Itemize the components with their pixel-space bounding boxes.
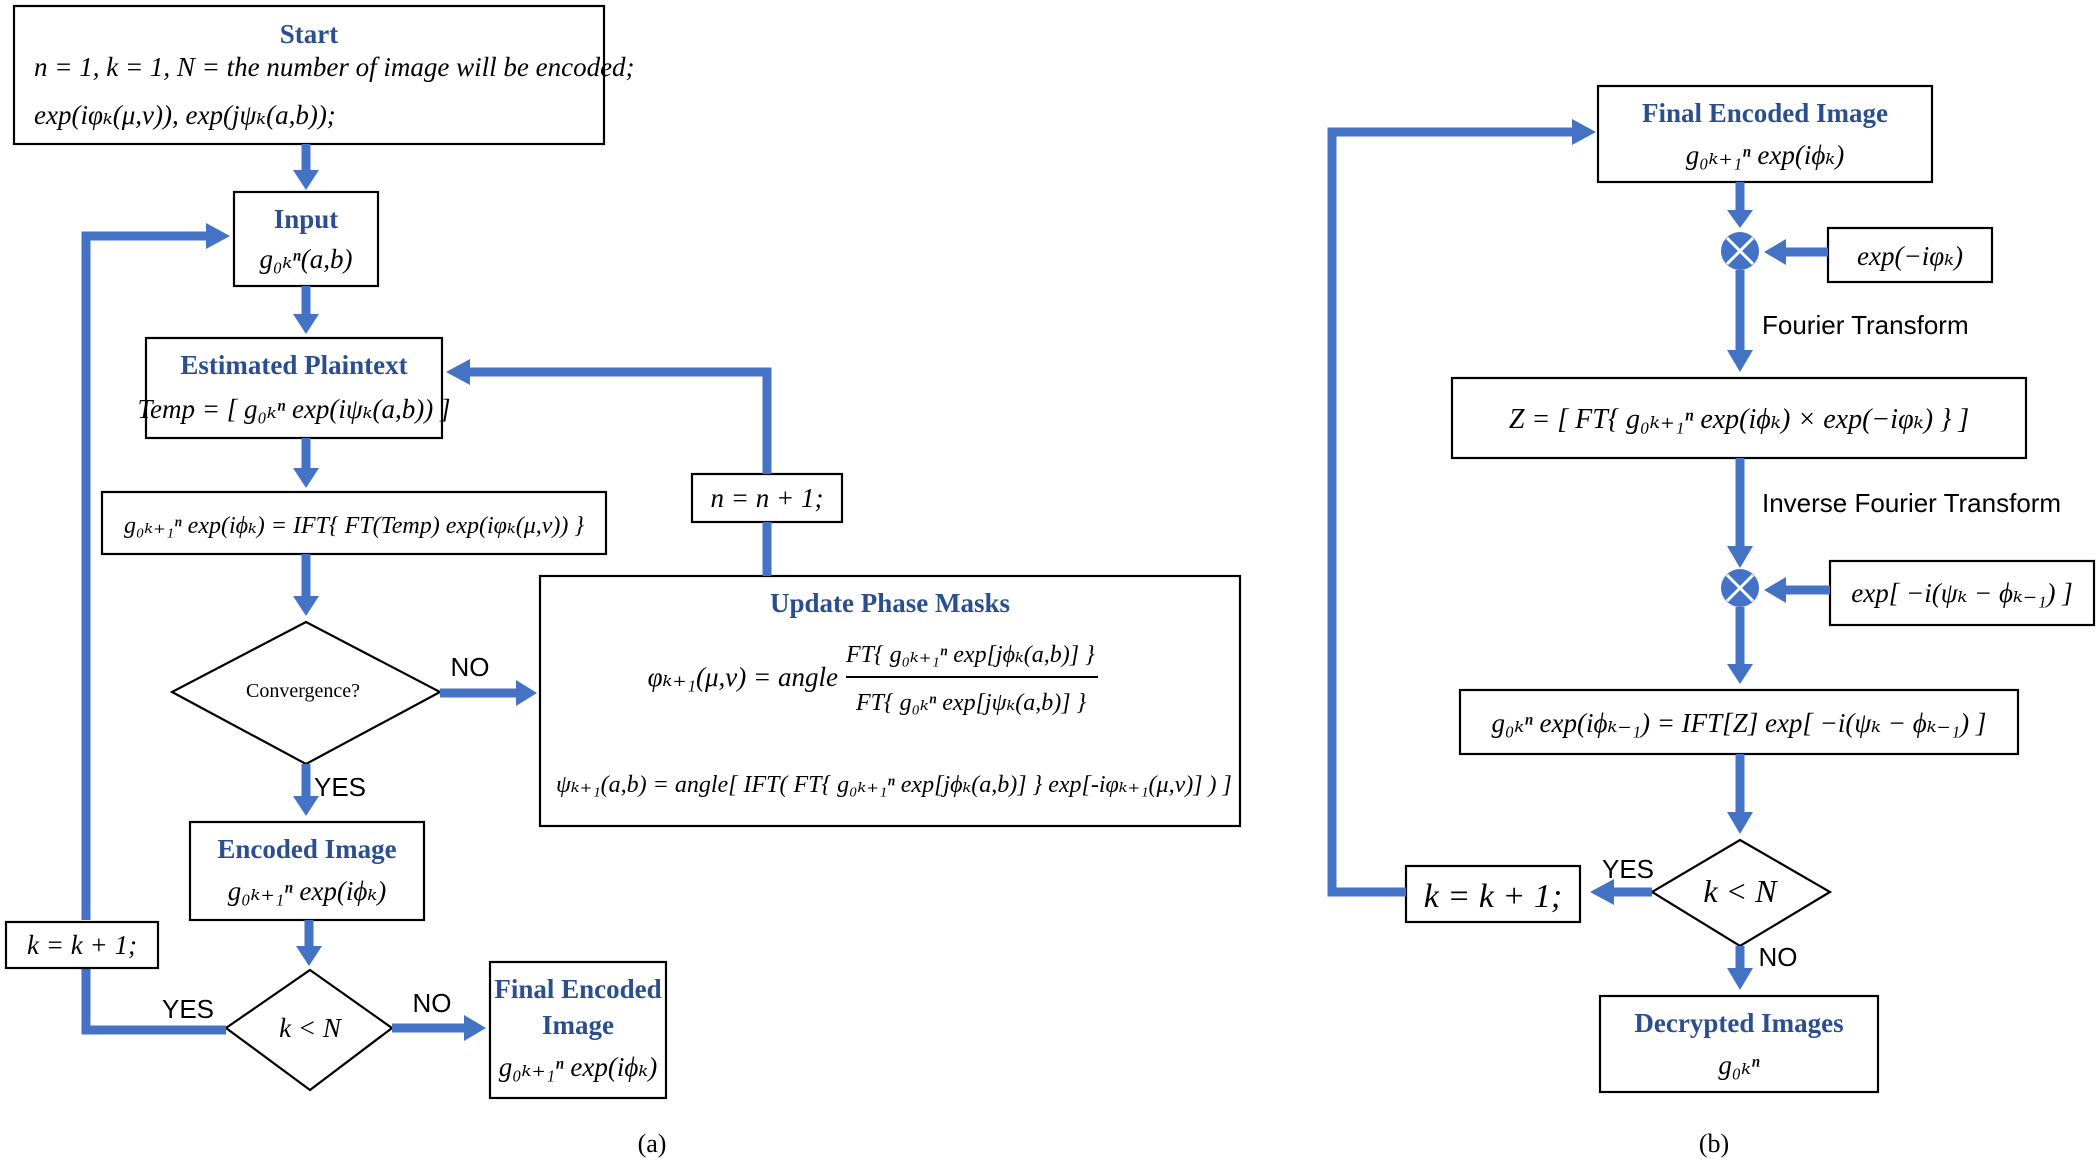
fourier-transform-label: Fourier Transform <box>1762 310 1969 340</box>
psi-update-line: ψₖ₊₁(a,b) = angle[ IFT( FT{ g₀ₖ₊₁ⁿ exp[j… <box>556 772 1232 798</box>
k-update-label-b: k = k + 1; <box>1424 878 1562 915</box>
caption-a: (a) <box>638 1129 667 1158</box>
arrow-k-check-no-b: NO <box>1727 942 1798 990</box>
final-encoded-image-box-a: Final Encoded Image g₀ₖ₊₁ⁿ exp(iϕₖ) <box>488 960 668 1100</box>
decrypted-images-box: Decrypted Images g₀ₖⁿ <box>1598 994 1880 1094</box>
k-update-box-b: k = k + 1; <box>1404 864 1582 924</box>
mask1-label: exp(−iφₖ) <box>1857 241 1963 271</box>
inverse-fourier-label: Inverse Fourier Transform <box>1762 488 2061 518</box>
estimated-plaintext-formula: Temp = [ g₀ₖⁿ exp(iψₖ(a,b)) ] <box>137 394 450 424</box>
arrow-input-to-estimated <box>293 286 319 334</box>
k-check-diamond: k < N <box>224 968 394 1092</box>
arrow-start-to-input <box>293 144 319 190</box>
mask2-label: exp[ −i(ψₖ − ϕₖ₋₁) ] <box>1851 578 2072 608</box>
convergence-label: Convergence? <box>246 680 360 702</box>
update-phase-masks-title: Update Phase Masks <box>770 588 1010 618</box>
arrow-z-to-mult2: Inverse Fourier Transform <box>1727 458 2061 568</box>
input-box-formula: g₀ₖⁿ(a,b) <box>260 244 353 274</box>
start-box-line1: n = 1, k = 1, N = the number of image wi… <box>34 52 635 82</box>
convergence-diamond: Convergence? <box>169 620 443 766</box>
k-update-label-a: k = k + 1; <box>27 930 137 960</box>
k-check-no-label-b: NO <box>1759 942 1798 972</box>
arrow-mult2-to-ift <box>1727 607 1753 684</box>
ift-box-formula: g₀ₖ₊₁ⁿ exp(iϕₖ) = IFT{ FT(Temp) exp(iφₖ(… <box>124 513 584 539</box>
phi-update-numerator: FT{ g₀ₖ₊₁ⁿ exp[jϕₖ(a,b)] } <box>845 642 1095 668</box>
start-box-title: Start <box>280 19 338 49</box>
multiply-node-1 <box>1721 232 1759 270</box>
decrypted-images-title: Decrypted Images <box>1634 1008 1843 1038</box>
start-box: Start n = 1, k = 1, N = the number of im… <box>12 4 635 146</box>
arrow-mask2-to-mult2 <box>1764 577 1830 603</box>
n-update-box: n = n + 1; <box>690 472 844 524</box>
final-encoded-image-box-b: Final Encoded Image g₀ₖ₊₁ⁿ exp(iϕₖ) <box>1596 84 1934 184</box>
encoded-image-box: Encoded Image g₀ₖ₊₁ⁿ exp(iϕₖ) <box>188 820 426 922</box>
input-box-title: Input <box>274 204 339 234</box>
convergence-no-label: NO <box>451 652 490 682</box>
n-update-label: n = n + 1; <box>711 483 824 513</box>
k-update-box-a: k = k + 1; <box>4 920 160 970</box>
k-check-yes-label: YES <box>162 994 214 1024</box>
final-encoded-formula-a: g₀ₖ₊₁ⁿ exp(iϕₖ) <box>499 1052 657 1082</box>
arrow-k-check-no: NO <box>392 988 486 1041</box>
multiply-node-2 <box>1721 569 1759 607</box>
z-formula: Z = [ FT{ g₀ₖ₊₁ⁿ exp(iϕₖ) × exp(−iφₖ) } … <box>1509 404 1969 435</box>
encoded-image-formula: g₀ₖ₊₁ⁿ exp(iϕₖ) <box>228 876 386 906</box>
start-box-line2: exp(iφₖ(μ,ν)), exp(jψₖ(a,b)); <box>34 100 336 130</box>
decrypted-images-formula: g₀ₖⁿ <box>1718 1050 1760 1080</box>
input-box: Input g₀ₖⁿ(a,b) <box>232 190 380 288</box>
final-encoded-title-b: Final Encoded Image <box>1642 98 1888 128</box>
arrow-ift-to-k-check-b <box>1727 754 1753 834</box>
arrow-encoded-to-k-check <box>296 920 322 966</box>
k-check-label-b: k < N <box>1703 873 1778 909</box>
arrow-convergence-no: NO <box>440 652 537 706</box>
arrow-update-to-estimated <box>446 359 772 576</box>
arrow-k-check-yes-loop: YES <box>81 223 230 1035</box>
k-check-diamond-b: k < N <box>1649 838 1833 948</box>
arrow-loop-to-final-b <box>1327 119 1596 897</box>
k-check-no-label: NO <box>413 988 452 1018</box>
phi-update-lhs: φₖ₊₁(μ,ν) = angle <box>648 662 838 692</box>
final-encoded-formula-b: g₀ₖ₊₁ⁿ exp(iϕₖ) <box>1686 140 1844 170</box>
arrow-convergence-yes: YES <box>293 764 366 816</box>
arrow-estimated-to-ift <box>293 438 319 488</box>
final-encoded-title-line1: Final Encoded <box>494 974 661 1004</box>
ift-formula-b: g₀ₖⁿ exp(iϕₖ₋₁) = IFT[Z] exp[ −i(ψₖ − ϕₖ… <box>1492 708 1987 738</box>
convergence-yes-label: YES <box>314 772 366 802</box>
mask2-box: exp[ −i(ψₖ − ϕₖ₋₁) ] <box>1828 559 2096 627</box>
caption-b: (b) <box>1699 1129 1729 1158</box>
mask1-box: exp(−iφₖ) <box>1826 226 1994 284</box>
phi-update-denominator: FT{ g₀ₖⁿ exp[jψₖ(a,b)] } <box>855 690 1087 716</box>
ift-box-b: g₀ₖⁿ exp(iϕₖ₋₁) = IFT[Z] exp[ −i(ψₖ − ϕₖ… <box>1458 688 2020 756</box>
arrow-mult1-to-z: Fourier Transform <box>1727 270 1969 372</box>
final-encoded-title-line2: Image <box>542 1010 614 1040</box>
arrow-mask1-to-mult1 <box>1764 239 1828 265</box>
arrow-ift-to-convergence <box>293 554 319 616</box>
ift-box: g₀ₖ₊₁ⁿ exp(iϕₖ) = IFT{ FT(Temp) exp(iφₖ(… <box>100 490 608 556</box>
estimated-plaintext-title: Estimated Plaintext <box>180 350 407 380</box>
k-check-yes-label-b: YES <box>1602 854 1654 884</box>
update-phase-masks-box: Update Phase Masks φₖ₊₁(μ,ν) = angle FT{… <box>538 574 1242 828</box>
arrow-k-check-yes-b: YES <box>1590 854 1654 905</box>
z-box: Z = [ FT{ g₀ₖ₊₁ⁿ exp(iϕₖ) × exp(−iφₖ) } … <box>1450 376 2028 460</box>
estimated-plaintext-box: Estimated Plaintext Temp = [ g₀ₖⁿ exp(iψ… <box>137 336 451 440</box>
arrow-final-to-mult1 <box>1727 182 1753 228</box>
k-check-label: k < N <box>279 1013 343 1043</box>
encoded-image-title: Encoded Image <box>217 834 396 864</box>
